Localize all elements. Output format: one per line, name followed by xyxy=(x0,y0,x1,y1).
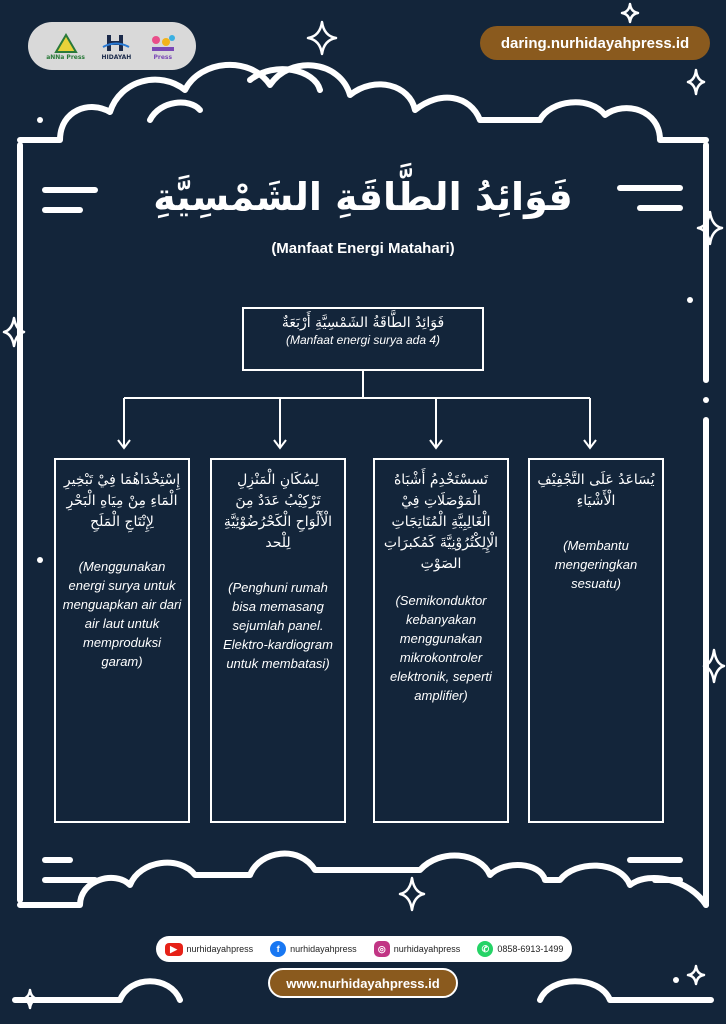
page-title-arabic: فَوَائِدُ الطَّاقَةِ الشَمْسِيَّةِ xyxy=(153,175,573,219)
benefit-card-3: تَسسْتَخْدِمُ أَشْبَاهُ الْمَوْصَلَاتِ ف… xyxy=(373,458,509,823)
social-facebook[interactable]: f nurhidayahpress xyxy=(270,941,357,957)
hidayah-logo: HIDAYAH xyxy=(101,32,131,61)
page-title-latin: (Manfaat Energi Matahari) xyxy=(271,240,455,257)
benefit-card-arabic: يُسَاعَدُ عَلَى التَّجْفِيْفِ الْأَشْيَا… xyxy=(537,472,655,509)
benefit-card-1: إِسْتِخْدَاهُمَا فِيْ تَبْخِيرِ الْمَاءِ… xyxy=(54,458,190,823)
benefit-card-arabic: تَسسْتَخْدِمُ أَشْبَاهُ الْمَوْصَلَاتِ ف… xyxy=(383,472,499,572)
footer-website[interactable]: www.nurhidayahpress.id xyxy=(268,968,458,998)
social-media-bar: ▶ nurhidayahpress f nurhidayahpress ◎ nu… xyxy=(156,936,572,962)
kids-press-logo: Press xyxy=(148,32,178,61)
benefit-card-2: لِسُكَانِ الْمَنْزِلِ تَرْكِيْبُ عَدَدٌ … xyxy=(210,458,346,823)
benefit-card-latin: (Semikonduktor kebanyakan menggunakan mi… xyxy=(390,593,492,703)
benefit-card-arabic: لِسُكَانِ الْمَنْزِلِ تَرْكِيْبُ عَدَدٌ … xyxy=(223,472,333,551)
facebook-icon: f xyxy=(270,941,287,957)
root-node-latin: (Manfaat energi surya ada 4) xyxy=(285,333,441,347)
header-url[interactable]: daring.nurhidayahpress.id xyxy=(480,26,710,60)
root-node: فَوَائِدُ الطَّاقَةُ الشَمْسِيَّةِ أَرْب… xyxy=(242,307,484,371)
social-whatsapp[interactable]: ✆ 0858-6913-1499 xyxy=(477,941,563,957)
benefit-card-arabic: إِسْتِخْدَاهُمَا فِيْ تَبْخِيرِ الْمَاءِ… xyxy=(63,472,181,530)
benefit-card-latin: (Penghuni rumah bisa memasang sejumlah p… xyxy=(223,580,333,671)
social-youtube[interactable]: ▶ nurhidayahpress xyxy=(164,942,253,956)
benefit-card-latin: (Membantu mengeringkan sesuatu) xyxy=(554,538,638,591)
benefit-card-4: يُسَاعَدُ عَلَى التَّجْفِيْفِ الْأَشْيَا… xyxy=(528,458,664,823)
instagram-icon: ◎ xyxy=(373,941,390,957)
publisher-logos: aNNa Press HIDAYAH Press xyxy=(28,22,196,70)
anna-press-logo: aNNa Press xyxy=(46,32,85,61)
root-node-arabic: فَوَائِدُ الطَّاقَةُ الشَمْسِيَّةِ أَرْب… xyxy=(281,315,445,331)
benefit-card-latin: (Menggunakan energi surya untuk menguapk… xyxy=(62,559,182,669)
whatsapp-icon: ✆ xyxy=(477,941,494,957)
social-instagram[interactable]: ◎ nurhidayahpress xyxy=(373,941,460,957)
youtube-icon: ▶ xyxy=(164,942,183,956)
